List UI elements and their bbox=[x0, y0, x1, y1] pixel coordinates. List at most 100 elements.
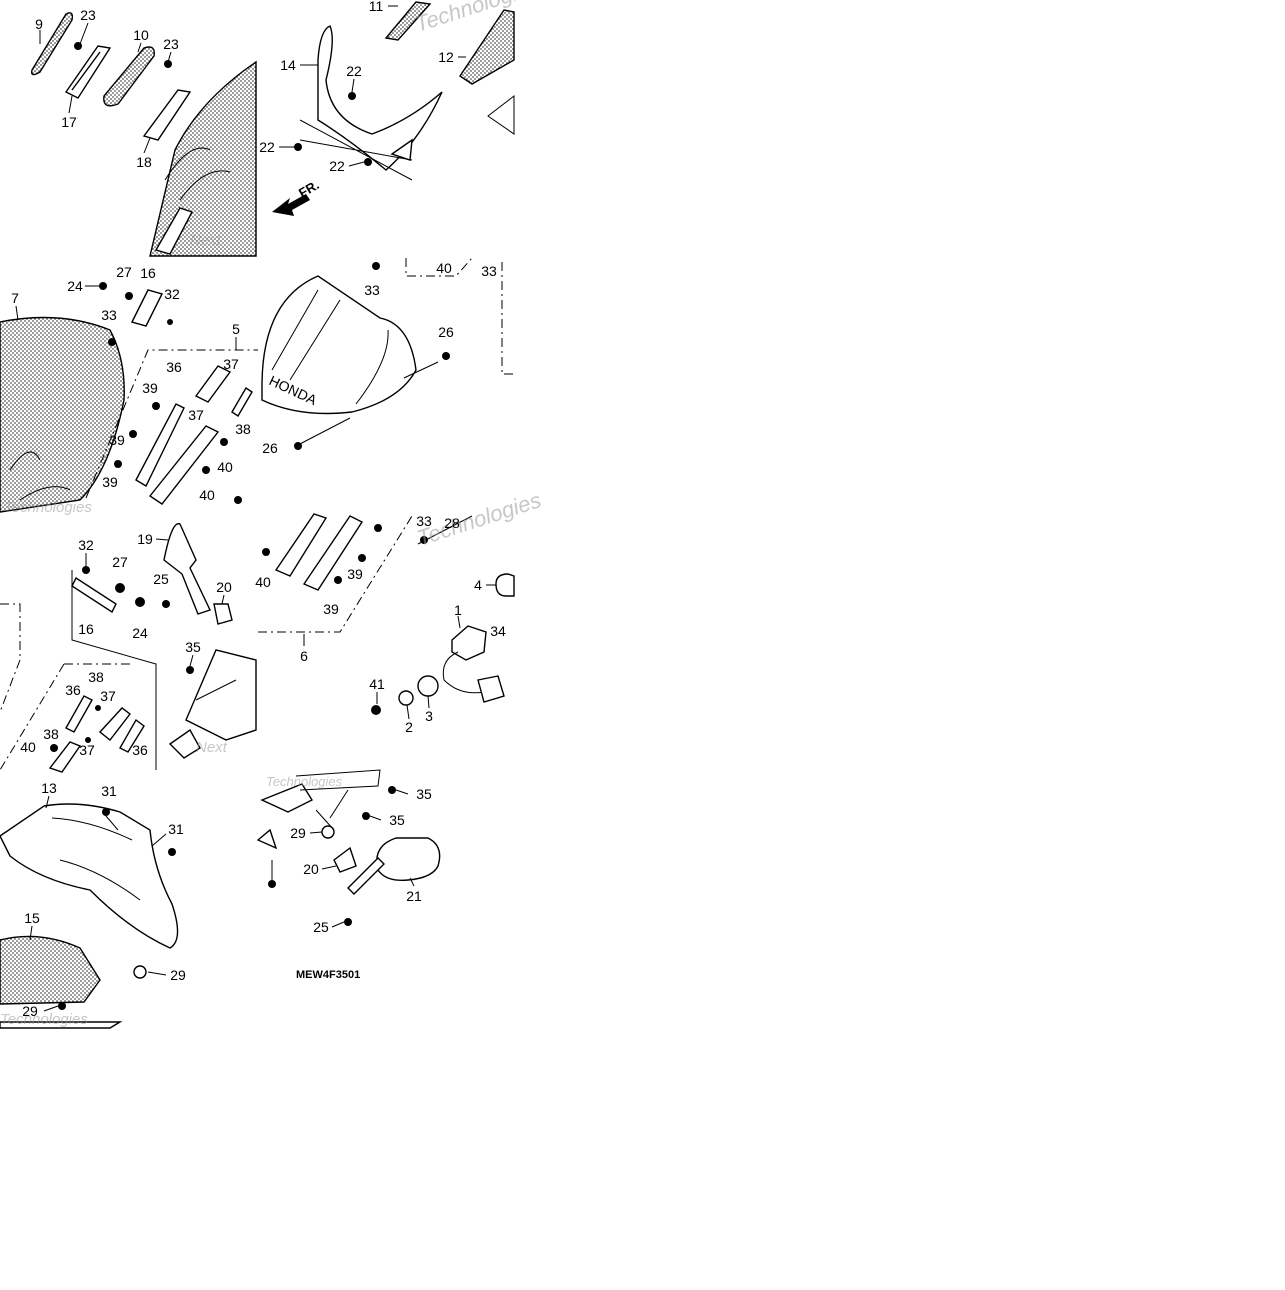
vent-frame-18 bbox=[142, 89, 192, 141]
part-callout-20: 20 bbox=[216, 579, 232, 595]
part-callout-6: 6 bbox=[300, 648, 308, 664]
part-callout-26: 26 bbox=[262, 440, 278, 456]
part-callout-35: 35 bbox=[416, 786, 432, 802]
part-callout-38: 38 bbox=[88, 669, 104, 685]
part-callout-35: 35 bbox=[185, 639, 201, 655]
watermark-text: Next bbox=[196, 739, 228, 756]
watermark-text: Technologies bbox=[412, 0, 542, 37]
part-callout-2: 2 bbox=[405, 719, 413, 735]
part-callout-22: 22 bbox=[329, 158, 345, 174]
part-callout-39: 39 bbox=[102, 474, 118, 490]
vent-strip-9 bbox=[30, 12, 74, 76]
part-callout-23: 23 bbox=[80, 7, 96, 23]
part-callout-24: 24 bbox=[67, 278, 83, 294]
part-callout-32: 32 bbox=[78, 537, 94, 553]
part-callout-22: 22 bbox=[259, 139, 275, 155]
slider-36 bbox=[65, 695, 93, 733]
part-callout-34: 34 bbox=[490, 623, 506, 639]
vent-strip-11 bbox=[384, 1, 432, 41]
grommet-4 bbox=[495, 573, 515, 597]
part-callout-39: 39 bbox=[323, 601, 339, 617]
part-callout-36: 36 bbox=[166, 359, 182, 375]
panel-mid-left: Technologies bbox=[0, 282, 258, 516]
part-callout-32: 32 bbox=[164, 286, 180, 302]
drawing-code: MEW4F3501 bbox=[296, 969, 360, 981]
part-callout-21: 21 bbox=[406, 888, 422, 904]
panel-bottom-right: Technologies MEW4F3501 bbox=[256, 769, 441, 981]
part-callout-5: 5 bbox=[232, 321, 240, 337]
part-callout-10: 10 bbox=[133, 27, 149, 43]
part-callout-40: 40 bbox=[20, 739, 36, 755]
panel-top-left: Next bbox=[30, 12, 257, 257]
vent-frame-17 bbox=[64, 45, 112, 99]
part-callout-37: 37 bbox=[223, 356, 239, 372]
part-callout-40: 40 bbox=[436, 260, 452, 276]
relay-1 bbox=[451, 625, 487, 661]
watermark-text: Technologies bbox=[4, 499, 92, 516]
connector bbox=[477, 675, 505, 703]
part-callout-33: 33 bbox=[416, 513, 432, 529]
part-callout-16: 16 bbox=[78, 621, 94, 637]
part-callout-25: 25 bbox=[313, 919, 329, 935]
part-callout-7: 7 bbox=[11, 290, 19, 306]
bracket-16b bbox=[71, 576, 117, 614]
stay-15 bbox=[0, 935, 101, 1005]
watermark-text: Next bbox=[190, 232, 222, 249]
collar-2 bbox=[398, 690, 414, 706]
windscreen-7 bbox=[0, 316, 125, 513]
part-callout-23: 23 bbox=[163, 36, 179, 52]
part-callout-35: 35 bbox=[389, 812, 405, 828]
part-callout-3: 3 bbox=[425, 708, 433, 724]
part-callout-26: 26 bbox=[438, 324, 454, 340]
part-callout-17: 17 bbox=[61, 114, 77, 130]
part-callout-29: 29 bbox=[170, 967, 186, 983]
part-callout-25: 25 bbox=[153, 571, 169, 587]
inner-cover-14 bbox=[317, 25, 443, 171]
part-callout-29: 29 bbox=[22, 1003, 38, 1019]
part-callout-20: 20 bbox=[303, 861, 319, 877]
part-callout-9: 9 bbox=[35, 16, 43, 32]
part-callout-41: 41 bbox=[369, 676, 385, 692]
part-callout-28: 28 bbox=[444, 515, 460, 531]
front-direction-label: FR. bbox=[296, 177, 322, 200]
mirror-21 bbox=[376, 837, 441, 881]
bracket-20a bbox=[213, 603, 233, 625]
panel-bottom-left: Technologies bbox=[0, 795, 179, 1029]
vent-cover-10 bbox=[103, 46, 155, 107]
part-callout-33: 33 bbox=[364, 282, 380, 298]
inner-panel-13 bbox=[0, 803, 179, 949]
part-callout-1: 1 bbox=[454, 602, 462, 618]
part-callout-39: 39 bbox=[109, 432, 125, 448]
panel-mid-right: HONDA bbox=[234, 257, 514, 504]
part-callout-4: 4 bbox=[474, 577, 482, 593]
part-callout-33: 33 bbox=[101, 307, 117, 323]
bracket-16a bbox=[130, 289, 164, 327]
part-callout-13: 13 bbox=[41, 780, 57, 796]
part-callout-37: 37 bbox=[100, 688, 116, 704]
part-callout-38: 38 bbox=[43, 726, 59, 742]
part-callout-11: 11 bbox=[369, 0, 384, 14]
part-callout-37: 37 bbox=[79, 742, 95, 758]
part-callout-16: 16 bbox=[140, 265, 156, 281]
panel-lower-left: Next bbox=[0, 522, 257, 773]
meter-lower-strip bbox=[274, 513, 328, 577]
part-callout-39: 39 bbox=[142, 380, 158, 396]
part-callout-38: 38 bbox=[235, 421, 251, 437]
watermark-text: Technologies bbox=[266, 774, 343, 789]
part-callout-15: 15 bbox=[24, 910, 40, 926]
part-callout-40: 40 bbox=[255, 574, 271, 590]
panel-top-right: FR. Technologies bbox=[272, 0, 542, 216]
part-callout-39: 39 bbox=[347, 566, 363, 582]
part-callout-31: 31 bbox=[101, 783, 117, 799]
part-callout-14: 14 bbox=[280, 57, 296, 73]
front-direction-arrow bbox=[272, 194, 310, 216]
meter-visor bbox=[261, 275, 417, 415]
watermark-text: Technologies bbox=[0, 1011, 88, 1028]
mirror-stay-19 bbox=[163, 522, 211, 615]
part-callout-36: 36 bbox=[132, 742, 148, 758]
part-callout-27: 27 bbox=[116, 264, 132, 280]
cushion-3 bbox=[417, 675, 439, 697]
part-callout-31: 31 bbox=[168, 821, 184, 837]
